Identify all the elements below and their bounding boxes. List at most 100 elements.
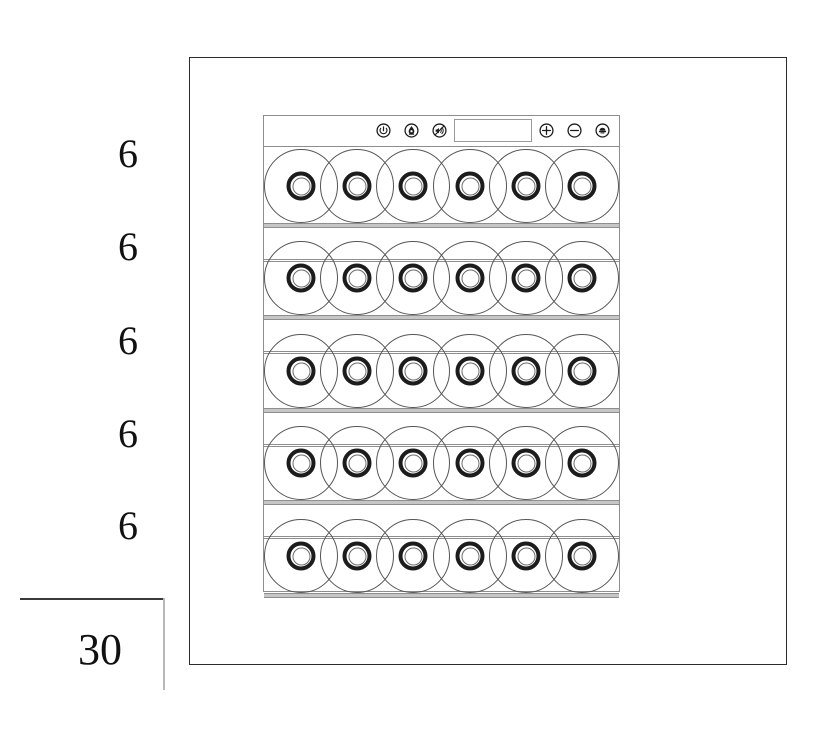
wine-bottle [489, 334, 563, 408]
bottle-neck-ring [455, 263, 485, 293]
plus-icon[interactable] [539, 123, 554, 138]
bottle-neck-ring [286, 263, 316, 293]
bottle-cork-circle [461, 547, 479, 565]
bottle-body-outline [545, 519, 619, 593]
shelf-capacity-label-2: 6 [118, 224, 138, 269]
wine-bottle [433, 334, 507, 408]
shelf-surface [264, 500, 619, 505]
bottle-neck-ring [342, 171, 372, 201]
bottle-neck-ring [567, 263, 597, 293]
wine-bottle [433, 519, 507, 593]
bottle-cork-circle [348, 269, 366, 287]
bottle-cork-circle [573, 362, 591, 380]
cabinet-base [264, 593, 619, 597]
bottle-band [264, 334, 619, 408]
wine-bottle [376, 519, 450, 593]
wine-bottle [264, 334, 338, 408]
bottle-cork-circle [404, 362, 422, 380]
bottle-neck-ring [398, 171, 428, 201]
wine-bottle [320, 149, 394, 223]
bottle-neck-ring [286, 356, 316, 386]
bottle-cork-circle [292, 454, 310, 472]
temperature-display [454, 119, 532, 142]
bottle-body-outline [545, 241, 619, 315]
bottle-body-outline [545, 334, 619, 408]
bottle-neck-ring [286, 448, 316, 478]
bottle-band [264, 241, 619, 315]
bottle-cork-circle [348, 177, 366, 195]
shelf-capacity-label-1: 6 [118, 131, 138, 176]
control-panel [264, 116, 619, 147]
wine-bottle [264, 426, 338, 500]
power-icon[interactable] [376, 123, 391, 138]
bottle-cork-circle [461, 177, 479, 195]
bottle-cork-circle [404, 269, 422, 287]
shelf-row [264, 426, 619, 539]
bottle-cork-circle [461, 454, 479, 472]
bottle-cork-circle [292, 269, 310, 287]
bottle-cork-circle [573, 547, 591, 565]
bottle-cork-circle [517, 547, 535, 565]
wine-bottle [433, 149, 507, 223]
wine-bottle [376, 426, 450, 500]
humidity-icon[interactable] [404, 123, 419, 138]
bottle-neck-ring [567, 356, 597, 386]
cabinet-interior [263, 115, 620, 598]
bottle-neck-ring [511, 263, 541, 293]
bottle-neck-ring [511, 448, 541, 478]
total-bracket-top-rule [20, 598, 164, 600]
bottle-cork-circle [461, 269, 479, 287]
bottle-cork-circle [573, 454, 591, 472]
bottle-neck-ring [455, 448, 485, 478]
wine-bottle [320, 426, 394, 500]
bottle-cork-circle [404, 454, 422, 472]
shelf-capacity-label-4: 6 [118, 411, 138, 456]
bottle-neck-ring [286, 171, 316, 201]
bottle-neck-ring [342, 356, 372, 386]
wine-bottle [545, 519, 619, 593]
bottle-neck-ring [398, 541, 428, 571]
wine-bottle [376, 334, 450, 408]
light-icon[interactable] [595, 123, 610, 138]
shelf-surface [264, 315, 619, 320]
bottle-neck-ring [511, 171, 541, 201]
bottle-band [264, 519, 619, 593]
minus-icon[interactable] [567, 123, 582, 138]
bottle-cork-circle [292, 177, 310, 195]
bottle-neck-ring [455, 171, 485, 201]
bottle-neck-ring [398, 448, 428, 478]
bottle-cork-circle [573, 177, 591, 195]
bottle-neck-ring [455, 356, 485, 386]
wine-bottle [320, 334, 394, 408]
sound-off-icon[interactable] [432, 123, 447, 138]
bottle-cork-circle [517, 454, 535, 472]
bottle-neck-ring [511, 541, 541, 571]
bottle-neck-ring [398, 263, 428, 293]
total-bracket-right-rule [163, 598, 165, 690]
wine-bottle [433, 426, 507, 500]
shelf-row [264, 334, 619, 447]
bottle-neck-ring [342, 541, 372, 571]
total-capacity-label: 30 [78, 625, 122, 674]
bottle-cork-circle [517, 269, 535, 287]
bottle-cork-circle [404, 547, 422, 565]
shelf-row [264, 241, 619, 354]
bottle-neck-ring [286, 541, 316, 571]
shelf-capacity-label-3: 6 [118, 318, 138, 363]
bottle-neck-ring [342, 263, 372, 293]
bottle-cork-circle [461, 362, 479, 380]
bottle-body-outline [545, 149, 619, 223]
shelf-row [264, 149, 619, 262]
shelf-surface [264, 408, 619, 413]
wine-bottle [376, 241, 450, 315]
shelf-surface [264, 223, 619, 228]
bottle-band [264, 149, 619, 223]
bottle-cork-circle [517, 362, 535, 380]
wine-bottle [264, 519, 338, 593]
bottle-neck-ring [567, 448, 597, 478]
bottle-neck-ring [567, 541, 597, 571]
bottle-cork-circle [573, 269, 591, 287]
bottle-neck-ring [511, 356, 541, 386]
bottle-body-outline [545, 426, 619, 500]
